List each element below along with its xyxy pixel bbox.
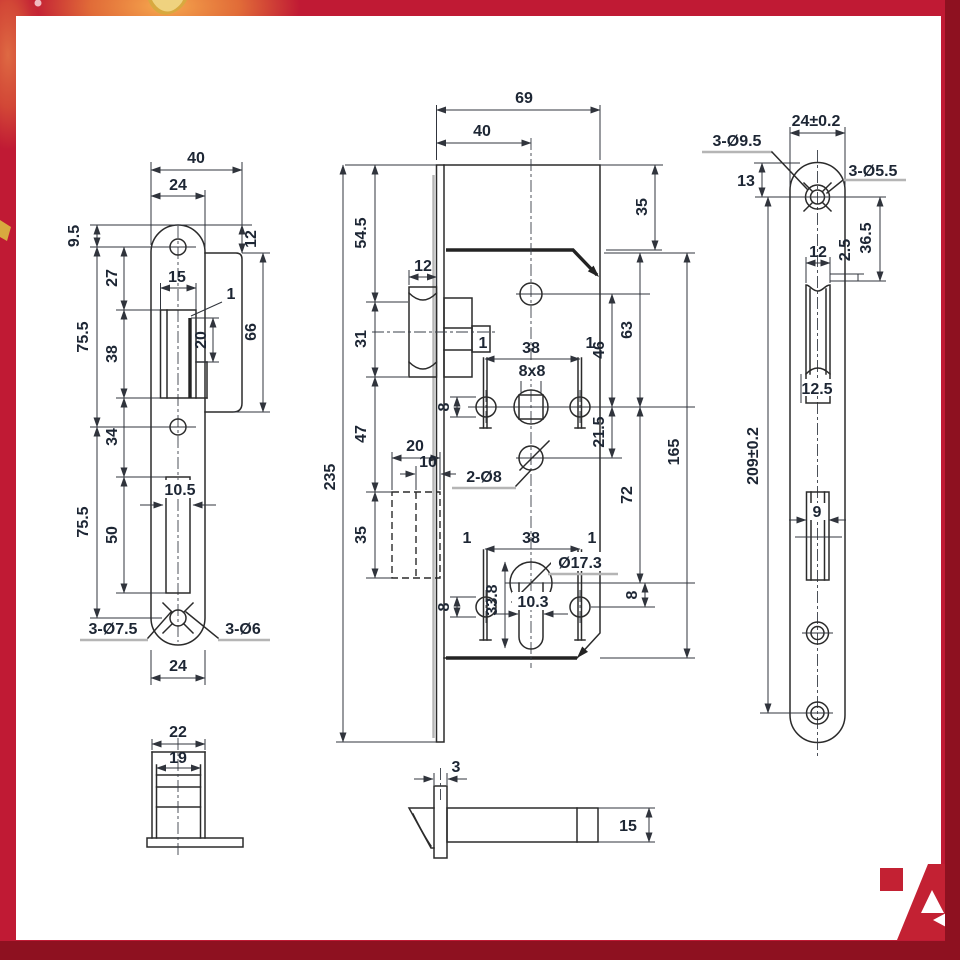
strike-box-view: 22 19: [146, 724, 244, 857]
dim-label: 165: [666, 439, 683, 466]
faceplate-view: 3-Ø9.5 24±0.2 13 3-Ø5.5 36.5 2.5 12 12.5…: [702, 113, 906, 757]
dim-label: 235: [322, 464, 339, 491]
hole-callout: 3-Ø5.5: [849, 163, 898, 180]
hole-callout: 2-Ø8: [466, 469, 502, 486]
dim-label: 40: [187, 150, 205, 167]
confetti: [0, 0, 187, 241]
hole-callout: 3-Ø6: [225, 621, 261, 638]
dim-label: 35: [353, 526, 370, 544]
dim-label: 21.5: [591, 416, 608, 447]
dim-label: 63: [619, 321, 636, 339]
dim-label: 8x8: [519, 363, 546, 380]
dim-label: 22: [169, 724, 187, 741]
dim-label: 34: [104, 428, 121, 446]
dim-label: 12.5: [801, 381, 832, 398]
hole-callout: 3-Ø9.5: [713, 133, 762, 150]
dim-label: 35: [634, 198, 651, 216]
strike-plate-view: 40 24 9.5 27 12 15 1 38 20 66 75.5 34 50…: [66, 150, 270, 685]
dim-label: 15: [619, 818, 637, 835]
dim-label: 31: [353, 330, 370, 348]
dim-label: 27: [104, 269, 121, 287]
dim-label: 40: [473, 123, 491, 140]
hole-callout: Ø17.3: [558, 555, 602, 572]
dim-label: 3: [452, 759, 461, 776]
dim-label: 66: [243, 323, 260, 341]
dim-label: 1: [463, 530, 472, 547]
dim-label: 50: [104, 526, 121, 544]
gold-confetti-piece: [0, 220, 11, 241]
dim-label: 24: [169, 177, 187, 194]
dim-label: 12: [809, 244, 827, 261]
dim-label: 209±0.2: [745, 427, 762, 485]
dim-label: 19: [169, 750, 187, 767]
confetti-dot: [34, 0, 42, 7]
dim-label: 12: [243, 230, 260, 248]
dim-label: 10.5: [164, 482, 195, 499]
dim-label: 46: [591, 341, 608, 359]
dim-label: 75.5: [75, 321, 92, 352]
dim-label: 38: [104, 345, 121, 363]
latch-side-view: 3 15: [407, 759, 655, 859]
dim-label: 2.5: [837, 239, 854, 261]
dim-label: 10.3: [517, 594, 548, 611]
dim-label: 36.5: [858, 222, 875, 253]
dim-label: 75.5: [75, 506, 92, 537]
dim-label: 9: [813, 504, 822, 521]
logo-square: [880, 868, 903, 891]
dim-label: 47: [353, 425, 370, 443]
dim-label: 8: [624, 590, 641, 599]
dim-label: 9.5: [66, 225, 83, 247]
dim-label: 8: [436, 402, 453, 411]
dim-label: 1: [227, 286, 236, 303]
dim-label: 33.8: [484, 584, 501, 615]
dim-label: 1: [586, 335, 595, 352]
dim-label: 20: [406, 438, 424, 455]
dim-label: 38: [522, 530, 540, 547]
lock-body-view: 69 40 54.5 35 12 31 47 35 235 20 10 1 38…: [322, 90, 695, 743]
dim-label: 72: [619, 486, 636, 504]
dim-label: 54.5: [353, 217, 370, 248]
dim-label: 13: [737, 173, 755, 190]
brand-logo: [880, 864, 948, 940]
dim-label: 15: [168, 269, 186, 286]
dim-label: 24: [169, 658, 187, 675]
dim-label: 1: [479, 335, 488, 352]
dim-label: 12: [414, 258, 432, 275]
dim-label: 38: [522, 340, 540, 357]
hole-callout: 3-Ø7.5: [89, 621, 138, 638]
dim-label: 8: [436, 602, 453, 611]
dim-label: 1: [588, 530, 597, 547]
dim-label: 69: [515, 90, 533, 107]
dim-label: 10: [419, 454, 437, 471]
dim-label: 24±0.2: [792, 113, 841, 130]
dim-label: 20: [193, 331, 210, 349]
